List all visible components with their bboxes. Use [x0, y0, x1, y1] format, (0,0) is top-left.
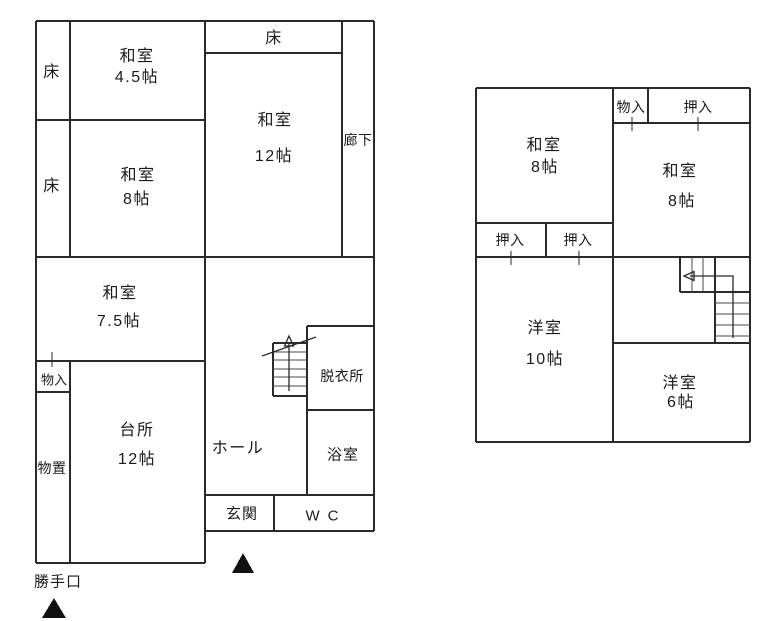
label-washitsu-7-5-size: 7.5帖 — [96, 313, 142, 330]
label-monoire-1f: 物入 — [40, 372, 68, 388]
label-2f-washitsu-left-size: 8帖 — [531, 159, 559, 176]
label-katteguchi: 勝手口 — [33, 573, 83, 591]
label-youshitsu-6-name: 洋室 — [662, 375, 698, 392]
stair-direction-arrowhead — [283, 334, 295, 347]
label-youshitsu-10-name: 洋室 — [527, 320, 563, 337]
stair-direction-arrowhead — [682, 270, 695, 282]
label-washitsu-4-5-name: 和室 — [119, 48, 155, 65]
label-washitsu-8-size: 8帖 — [123, 191, 151, 208]
label-washitsu-8-name: 和室 — [120, 167, 156, 184]
floor1-walls — [35, 20, 375, 564]
label-oshiire-left: 押入 — [495, 232, 525, 248]
label-hall: ホール — [211, 440, 265, 457]
label-wc: WC — [305, 507, 347, 525]
label-rouka: 廊下 — [343, 132, 373, 148]
label-2f-washitsu-left-name: 和室 — [526, 137, 562, 154]
entrance-marker-triangle — [232, 553, 254, 573]
label-washitsu-12-size: 12帖 — [254, 148, 294, 165]
label-toko-top: 床 — [265, 30, 283, 47]
label-washitsu-12-name: 和室 — [257, 112, 293, 129]
label-washitsu-4-5-size: 4.5帖 — [114, 69, 160, 86]
label-oshiire-top: 押入 — [683, 99, 713, 115]
label-washitsu-7-5-name: 和室 — [102, 285, 138, 302]
floor2-walls — [475, 87, 751, 443]
stair-direction-arrow — [690, 275, 734, 338]
label-oshiire-right: 押入 — [563, 232, 593, 248]
label-monoire-2f: 物入 — [616, 99, 646, 115]
label-youshitsu-10-size: 10帖 — [525, 351, 565, 368]
label-yokushitsu: 浴室 — [326, 446, 360, 464]
label-toko-upper-left: 床 — [43, 64, 61, 81]
label-youshitsu-6-size: 6帖 — [667, 394, 695, 411]
label-2f-washitsu-right-size: 8帖 — [668, 193, 696, 210]
back-door-marker-triangle — [42, 598, 66, 618]
label-2f-washitsu-right-name: 和室 — [662, 163, 698, 180]
label-datsuijo: 脱衣所 — [320, 368, 364, 384]
label-daidokoro-size: 12帖 — [117, 451, 157, 468]
floor2-stairs — [510, 117, 750, 343]
label-toko-lower-left: 床 — [43, 178, 61, 195]
label-daidokoro-name: 台所 — [119, 422, 155, 439]
floor1-stairs — [51, 334, 317, 397]
label-monooki: 物置 — [37, 460, 67, 476]
label-genkan: 玄関 — [225, 505, 259, 523]
